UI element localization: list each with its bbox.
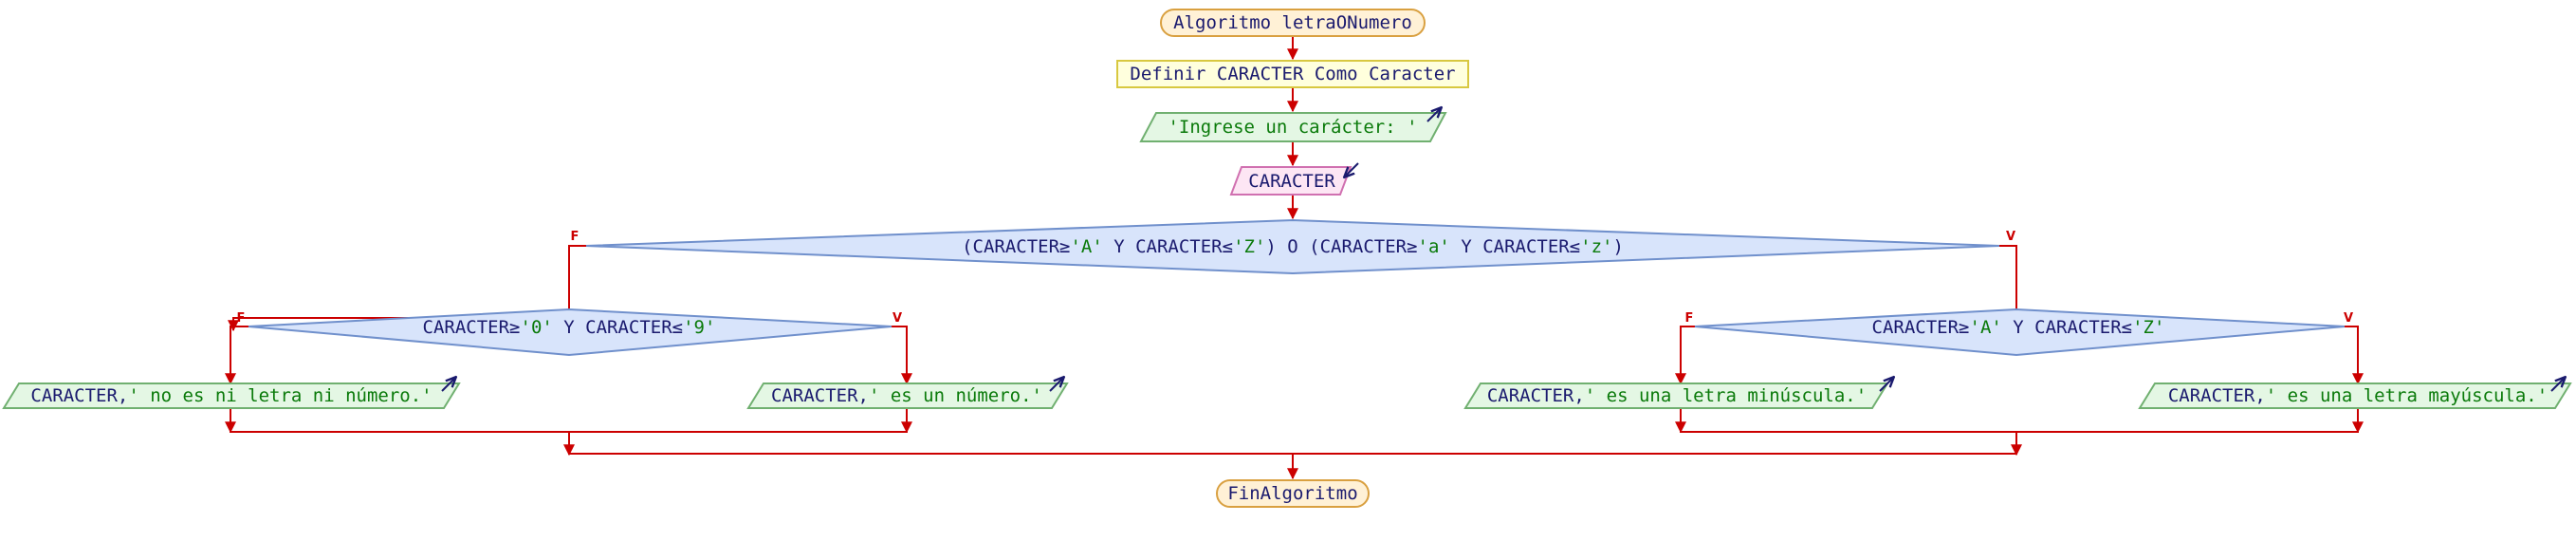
code-segment: Y CARACTER≤: [1450, 236, 1580, 257]
output-arrow-icon: [1426, 108, 1441, 122]
upper-false-flag: F: [1685, 311, 1694, 326]
string-literal-segment: 'A': [1070, 236, 1102, 257]
start-label: Algoritmo letraONumero: [1173, 12, 1412, 33]
out-upper-node: CARACTER,' es una letra mayúscula.': [2138, 378, 2572, 409]
string-literal-segment: 'A': [1970, 317, 2002, 338]
out-neither-shape: [2, 382, 461, 409]
string-literal-segment: 'a': [1418, 236, 1450, 257]
string-literal-segment: 'Z': [2132, 317, 2164, 338]
code-segment: CARACTER,: [2168, 385, 2266, 406]
out-neither-label: CARACTER,' no es ni letra ni número.': [30, 385, 432, 406]
code-segment: CARACTER,: [30, 385, 128, 406]
output-arrow-icon: [1049, 378, 1063, 392]
out-number-shape: [746, 382, 1069, 409]
code-segment: CARACTER≥: [423, 317, 521, 338]
main-decision-shape: [585, 218, 2000, 275]
edge-merge-right: [1680, 408, 2359, 433]
out-upper-label: CARACTER,' es una letra mayúscula.': [2168, 385, 2548, 406]
edge-upper-false: [1675, 326, 1695, 385]
edge-merge-final: [568, 432, 2017, 455]
output-arrow-icon: [441, 378, 455, 392]
output-arrow-icon: [1879, 378, 1893, 392]
upper-decision-shape: [1694, 308, 2346, 357]
out-upper-shape: [2138, 382, 2572, 409]
read-input-shape: [1229, 166, 1352, 196]
main-false-flag: F: [571, 230, 580, 244]
read-input-node: CARACTER: [1229, 162, 1359, 196]
end-terminal-shape: [1216, 479, 1370, 508]
prompt-output-node: 'Ingrese un carácter: ': [1139, 108, 1447, 142]
code-segment: CARACTER,: [1487, 385, 1585, 406]
code-segment: (CARACTER≥: [962, 236, 1070, 257]
upper-decision-node: CARACTER≥'A' Y CARACTER≤'Z' F V: [1685, 308, 2353, 357]
digit-false-flag: F: [237, 311, 246, 326]
string-literal-segment: '0': [521, 317, 553, 338]
code-segment: ) O (CARACTER≥: [1265, 236, 1417, 257]
end-node: FinAlgoritmo: [1216, 479, 1370, 508]
edge-upper-true: [2345, 326, 2364, 385]
out-lower-shape: [1463, 382, 1889, 409]
start-node: Algoritmo letraONumero: [1160, 9, 1426, 37]
out-number-label: CARACTER,' es un número.': [771, 385, 1042, 406]
define-node: Definir CARACTER Como Caracter: [1116, 60, 1469, 88]
define-process-shape: [1116, 60, 1469, 88]
digit-decision-node: CARACTER≥'0' Y CARACTER≤'9' F V: [237, 308, 902, 357]
prompt-label: 'Ingrese un carácter: ': [1168, 117, 1417, 138]
input-arrow-icon: [1345, 162, 1359, 177]
code-segment: Y CARACTER≤: [1103, 236, 1233, 257]
main-true-flag: V: [2006, 230, 2015, 244]
out-lower-label: CARACTER,' es una letra minúscula.': [1487, 385, 1867, 406]
string-literal-segment: 'Z': [1233, 236, 1265, 257]
edge-merge-left: [230, 408, 908, 433]
main-decision-node: (CARACTER≥'A' Y CARACTER≤'Z') O (CARACTE…: [571, 218, 2015, 275]
digit-condition-label: CARACTER≥'0' Y CARACTER≤'9': [423, 317, 716, 338]
string-literal-segment: 'z': [1580, 236, 1612, 257]
prompt-output-shape: [1139, 112, 1447, 142]
code-segment: Y CARACTER≤: [553, 317, 683, 338]
code-segment: Y CARACTER≤: [2002, 317, 2132, 338]
digit-true-flag: V: [892, 311, 902, 326]
code-segment: CARACTER,: [771, 385, 869, 406]
output-arrow-icon: [2550, 378, 2565, 392]
string-literal-segment: ' es un número.': [869, 385, 1042, 406]
start-terminal-shape: [1160, 9, 1426, 37]
code-segment: CARACTER≥: [1872, 317, 1970, 338]
end-label: FinAlgoritmo: [1227, 483, 1357, 504]
string-literal-segment: ' es una letra minúscula.': [1585, 385, 1867, 406]
string-literal-segment: ' es una letra mayúscula.': [2266, 385, 2548, 406]
main-condition-label: (CARACTER≥'A' Y CARACTER≤'Z') O (CARACTE…: [962, 236, 1624, 257]
define-label: Definir CARACTER Como Caracter: [1130, 64, 1455, 84]
upper-true-flag: V: [2344, 311, 2353, 326]
code-segment: ): [1612, 236, 1623, 257]
string-literal-segment: '9': [683, 317, 715, 338]
edge-digit-true: [892, 326, 912, 385]
string-literal-segment: ' no es ni letra ni número.': [128, 385, 432, 406]
digit-decision-shape: [248, 308, 892, 357]
out-lower-node: CARACTER,' es una letra minúscula.': [1463, 378, 1893, 409]
edge-digit-false: [225, 326, 248, 385]
upper-condition-label: CARACTER≥'A' Y CARACTER≤'Z': [1872, 317, 2165, 338]
out-number-node: CARACTER,' es un número.': [746, 378, 1069, 409]
out-neither-node: CARACTER,' no es ni letra ni número.': [2, 378, 461, 409]
read-label: CARACTER: [1248, 171, 1335, 192]
